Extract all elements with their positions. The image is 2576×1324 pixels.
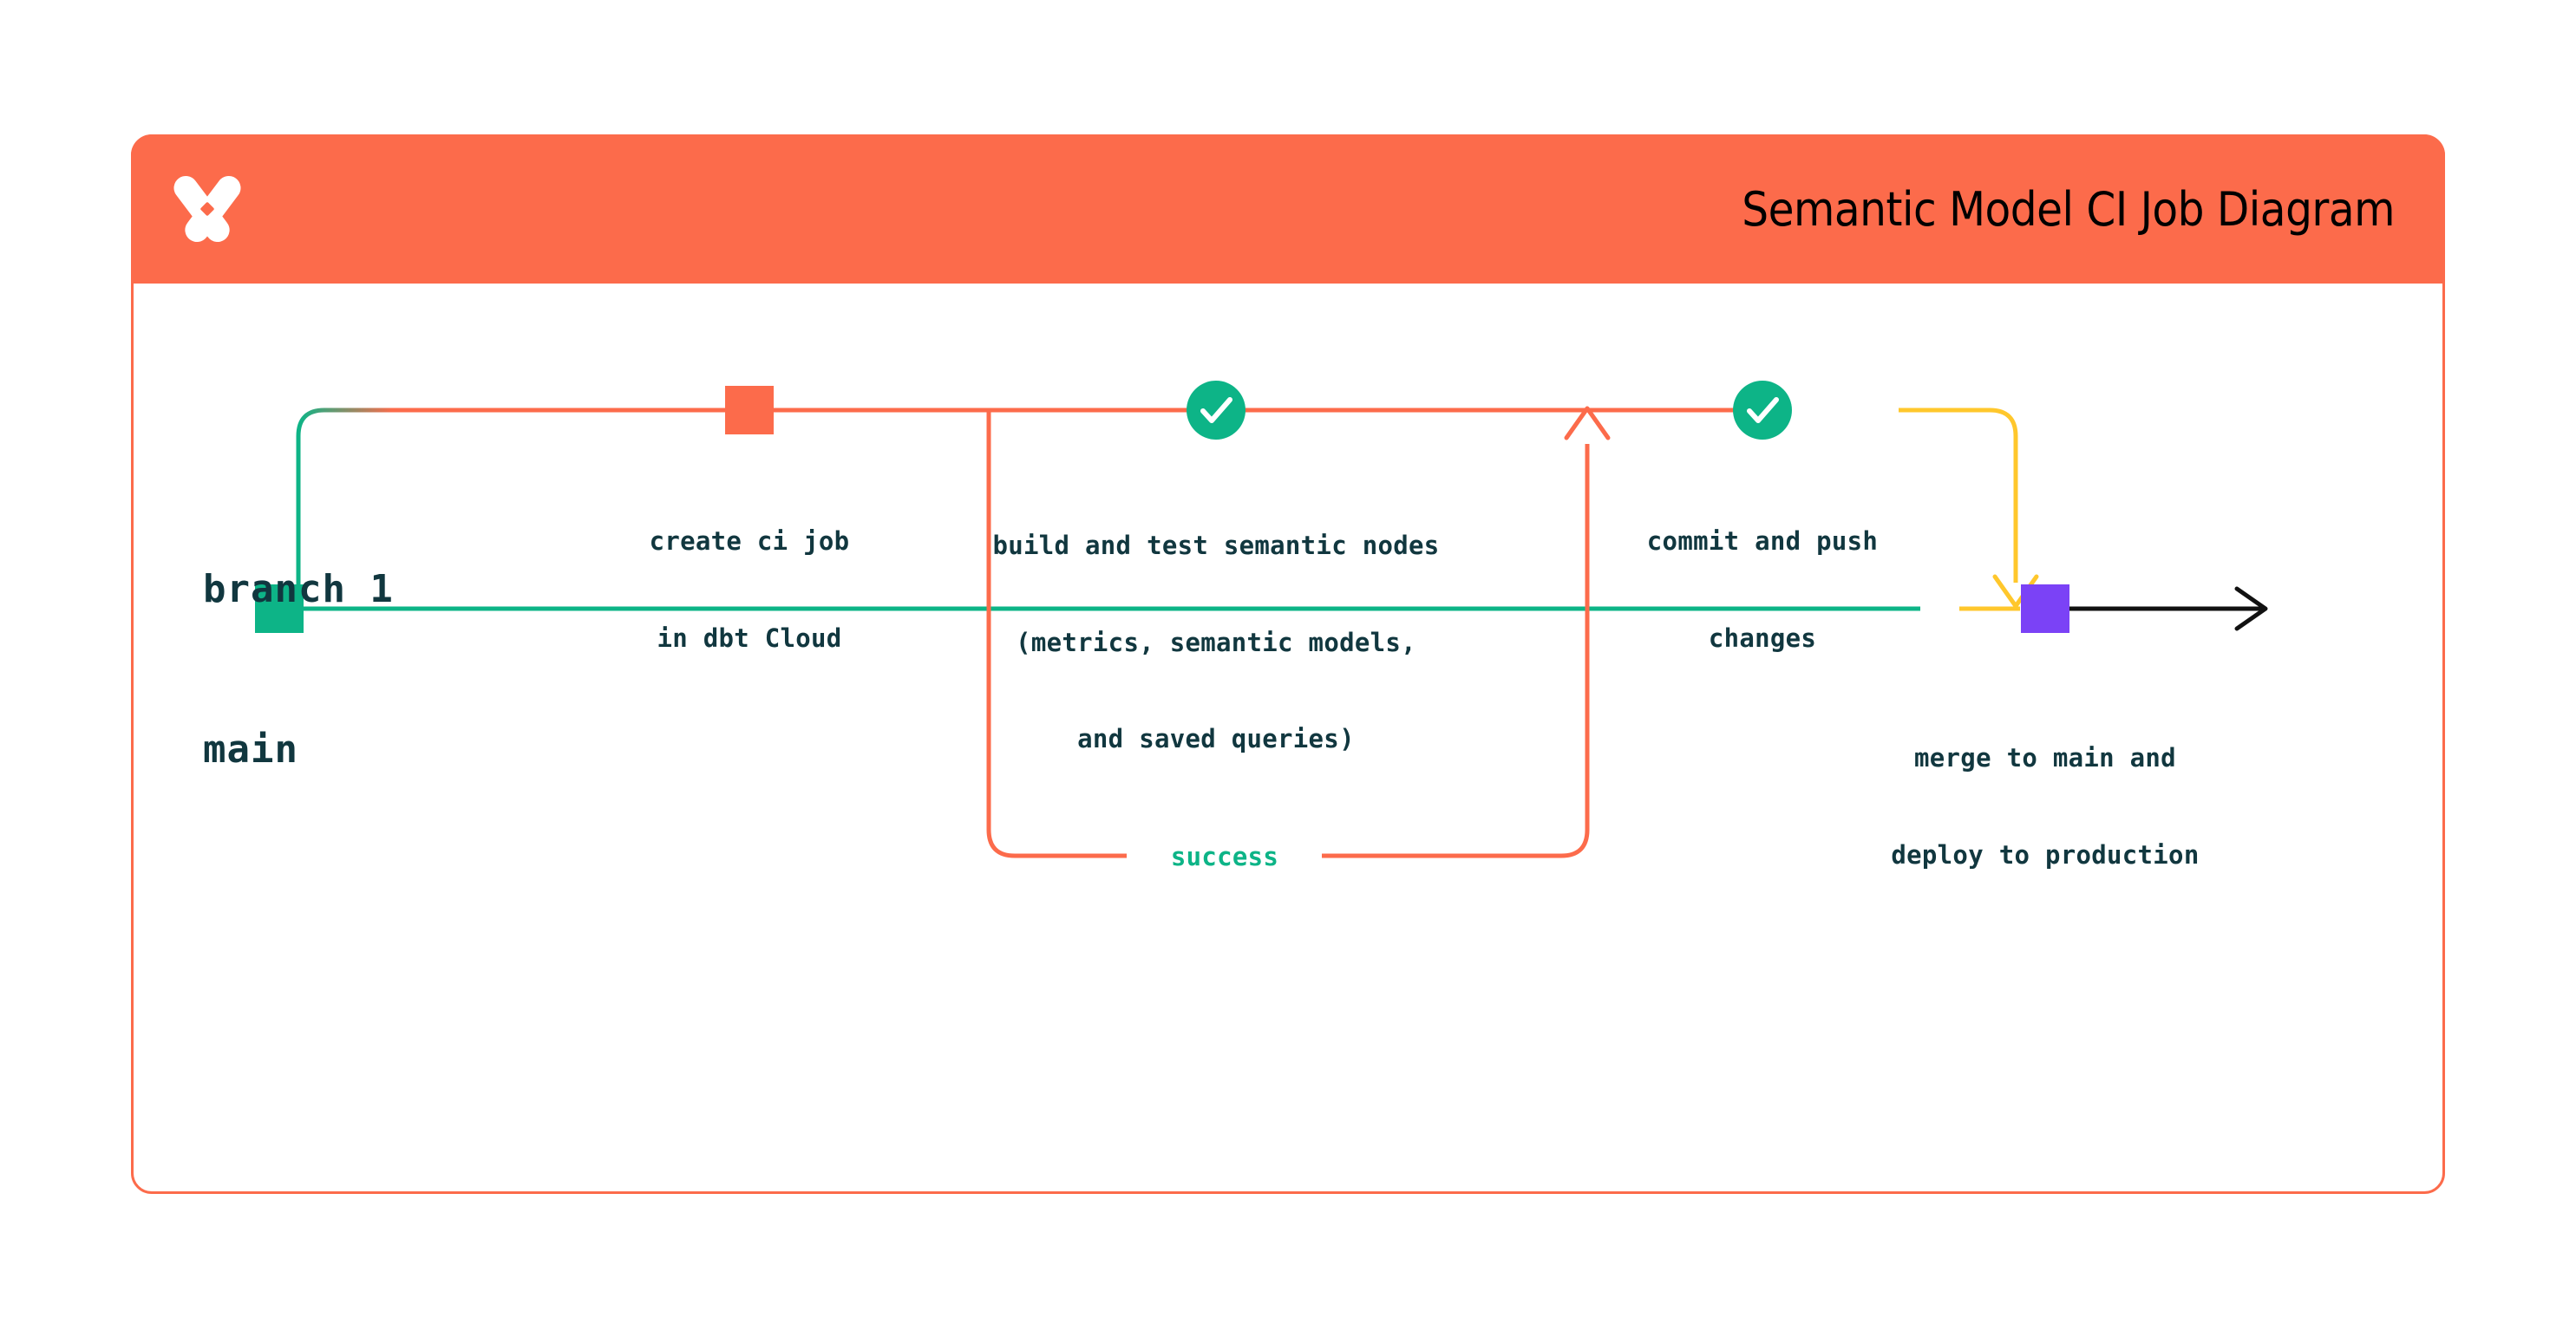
commit-and-push-marker[interactable] [1733,381,1792,440]
node-label-create-ci-job: create ci job in dbt Cloud [576,461,923,719]
node-label-line: build and test semantic nodes [992,531,1440,561]
success-loop-left [986,410,1127,858]
success-loop-right [1322,444,1590,858]
node-label-commit-and-push: commit and push changes [1546,461,1979,719]
node-label-line: create ci job [649,526,850,557]
check-icon [1747,397,1779,423]
node-label-build-and-test: build and test semantic nodes (metrics, … [869,466,1563,819]
main-start-marker[interactable] [255,584,304,633]
branch-label-main: main [203,727,298,772]
node-label-line: changes [1708,623,1817,653]
merge-to-main-marker[interactable] [2021,584,2069,633]
success-loop-label: success [1170,842,1279,871]
branch-1-riser [296,408,394,609]
build-and-test-marker[interactable] [1187,381,1246,440]
branch-flow-svg [255,381,2268,858]
node-label-line: deploy to production [1891,839,2200,870]
node-label-line: (metrics, semantic models, [1016,627,1416,657]
success-loop-arrow-head-icon [1564,406,1611,440]
main-continuation-arrow-head-icon [2234,586,2268,631]
dbt-x-logo-icon [167,169,247,249]
diagram-card: Semantic Model CI Job Diagram [131,134,2445,1194]
card-header: Semantic Model CI Job Diagram [131,134,2445,284]
node-label-line: merge to main and [1914,743,2176,773]
page-title: Semantic Model CI Job Diagram [1742,181,2395,237]
create-ci-job-marker[interactable] [725,386,774,434]
diagram-body: branch 1 main create ci job in dbt Cloud… [134,284,2442,1191]
node-label-line: commit and push [1646,526,1879,557]
node-label-merge-to-main: merge to main and deploy to production [1785,678,2305,936]
node-label-line: in dbt Cloud [657,623,842,653]
node-label-line: and saved queries) [1077,723,1355,753]
branch-1-merge-path [1899,408,2018,583]
check-icon [1200,397,1232,423]
branch-label-branch-1: branch 1 [203,567,394,611]
